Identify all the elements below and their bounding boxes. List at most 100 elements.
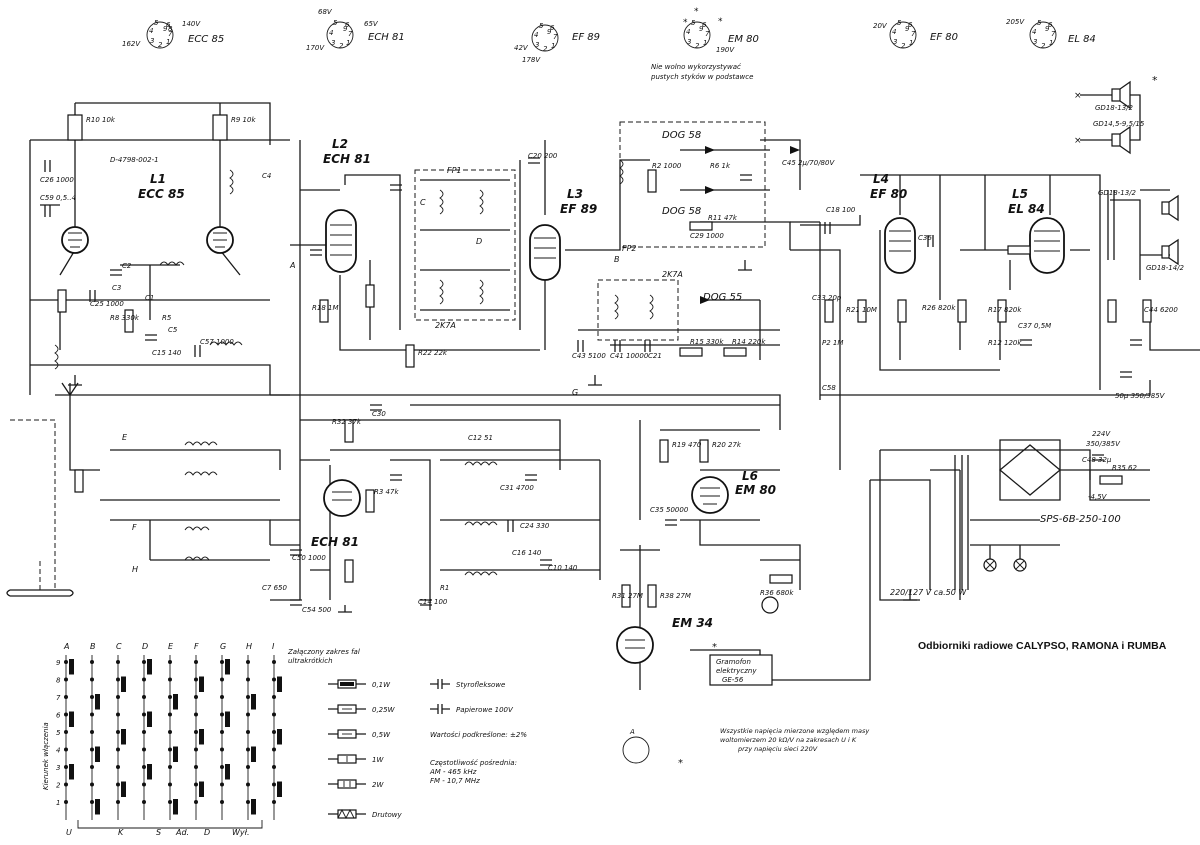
switch-bridge <box>277 729 282 745</box>
switch-row-label: 1 <box>56 799 60 807</box>
base-voltage-ef89-b: 178V <box>522 56 541 64</box>
legend-resistor-wirewound: Drutowy <box>328 808 402 820</box>
component-value-label: R38 27M <box>660 592 691 600</box>
switch-bridge <box>277 781 282 797</box>
filter-label-2k7a-1: 2K7A <box>435 321 456 330</box>
tie-point-f: F <box>132 523 137 532</box>
switch-column-label: B <box>90 642 96 651</box>
switch-contact <box>90 800 94 804</box>
component-value-label: R5 <box>162 314 172 322</box>
switch-contact <box>168 660 172 664</box>
component-value-label: C20 200 <box>528 152 558 160</box>
switch-contact <box>246 677 250 682</box>
svg-text:2: 2 <box>695 42 700 50</box>
diode-label-1: DOG 58 <box>662 130 701 141</box>
stage-ref-L3: L3 <box>567 187 583 201</box>
switch-contact <box>194 800 198 804</box>
switch-contact <box>142 782 146 787</box>
component-value-label: C31 4700 <box>500 484 534 492</box>
base-voltage-ech81-b: 65V <box>364 20 379 28</box>
svg-text:4: 4 <box>149 27 153 35</box>
switch-contact <box>142 712 146 717</box>
supply-label-1: 224V <box>1092 430 1111 438</box>
switch-contact <box>220 800 224 804</box>
svg-text:5: 5 <box>691 19 696 27</box>
component-value-label: C50 1000 <box>292 554 326 562</box>
component-value-label: R14 220k <box>732 338 766 346</box>
svg-text:5: 5 <box>154 19 159 27</box>
svg-text:5: 5 <box>333 19 338 27</box>
svg-text:5: 5 <box>539 22 544 30</box>
switch-contact <box>168 765 172 769</box>
component-value-label: C41 10000 <box>610 352 649 360</box>
switch-position-label: Ad. <box>175 828 189 837</box>
svg-text:3: 3 <box>150 37 154 45</box>
svg-text:5: 5 <box>1037 19 1042 27</box>
switch-contact <box>272 747 276 752</box>
switch-bridge <box>147 764 152 780</box>
switch-contact <box>142 747 146 752</box>
component-value-label: C7 650 <box>262 584 287 592</box>
tie-point-e: E <box>122 433 128 442</box>
svg-text:6: 6 <box>550 24 555 32</box>
switch-contact <box>220 695 224 699</box>
switch-contact <box>90 730 94 734</box>
switch-bridge <box>69 764 74 780</box>
external-speakers: ×× * GD18-13/2 GD14,5-9,5/15 <box>1074 74 1158 155</box>
legend-resistor-0-25w: 0,25W <box>328 704 396 714</box>
tie-point-c: C <box>420 198 426 207</box>
legend-if-am: AM - 465 kHz <box>429 768 477 776</box>
capacitors <box>44 157 1142 606</box>
tube-L1-ecc85-left <box>61 226 89 254</box>
switch-contact <box>116 730 120 734</box>
svg-text:9: 9 <box>163 25 168 33</box>
component-value-label: R17 820k <box>988 306 1022 314</box>
svg-text:2: 2 <box>543 45 548 53</box>
component-value-label: R20 27k <box>712 441 742 449</box>
switch-contact <box>194 782 198 787</box>
component-value-label: C26 1000 <box>40 176 74 184</box>
svg-text:6: 6 <box>908 21 913 29</box>
legend-resistor-label-0-1w: 0,1W <box>372 681 391 689</box>
legend-resistor-label-0-5w: 0,5W <box>372 731 391 739</box>
svg-text:2: 2 <box>901 42 906 50</box>
tie-point-h: H <box>132 565 138 574</box>
component-value-label: R6 1k <box>710 162 731 170</box>
switch-contact <box>64 695 68 699</box>
switch-column-label: I <box>272 642 275 651</box>
switch-contact <box>194 712 198 717</box>
switch-contact <box>246 782 250 787</box>
component-value-label: R12 120k <box>988 339 1022 347</box>
speaker-label-4: GD18-14/2 <box>1146 264 1185 272</box>
component-value-label: R19 470 <box>672 441 702 449</box>
switch-contact <box>168 730 172 734</box>
switch-contact <box>142 695 146 699</box>
legend-resistor-label-wirewound: Drutowy <box>372 811 402 819</box>
svg-text:*: * <box>683 18 688 28</box>
diode-label-3: DOG 55 <box>703 292 742 303</box>
switch-contact <box>116 712 120 717</box>
switch-side-label: Kierunek włączenia <box>42 722 50 790</box>
svg-text:*: * <box>694 7 699 17</box>
switch-contact <box>246 660 250 664</box>
tie-point-g: G <box>572 388 578 397</box>
switch-bridge <box>199 676 204 692</box>
component-value-label: R26 820k <box>922 304 956 312</box>
component-value-label: C36 <box>918 234 932 242</box>
base-type-ecc85: ECC 85 <box>188 34 224 45</box>
turntable-line3: GE-56 <box>722 676 744 684</box>
switch-contact <box>90 712 94 717</box>
switch-bridge <box>69 711 74 727</box>
turntable-line1: Gramofon <box>716 658 751 666</box>
switch-contact <box>220 730 224 734</box>
base-voltage-ef80: 20V <box>873 22 888 30</box>
switch-column-label: H <box>246 642 252 651</box>
stage-type-L4: EF 80 <box>870 187 907 201</box>
svg-text:3: 3 <box>1033 38 1037 46</box>
svg-text:3: 3 <box>893 38 897 46</box>
switch-contact <box>246 695 250 699</box>
legend-resistor-1w: 1W <box>328 754 384 764</box>
